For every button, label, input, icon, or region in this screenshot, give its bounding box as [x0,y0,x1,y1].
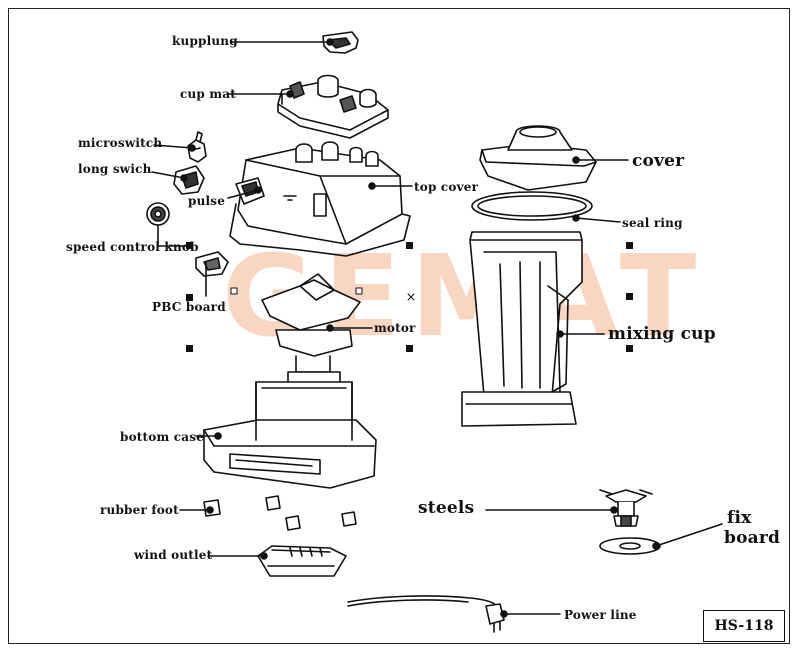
seal-ring-dot [572,214,580,222]
label-mixing-cup: mixing cup [608,324,716,344]
label-power-line: Power line [564,608,637,622]
cover-part [479,125,597,191]
top-cover-dot [368,182,376,190]
kupplung-part [322,31,359,54]
rubber-feet-part [203,495,357,531]
bottom-case-part [203,381,377,489]
label-pcb-board: PBC board [152,300,226,314]
pcb-board-part [195,251,229,277]
label-speed-control-knob: speed control knob [66,240,199,254]
cover-dot [572,156,580,164]
model-number-box: HS-118 [703,610,785,642]
mixing-cup-part [461,231,583,427]
label-rubber-foot: rubber foot [100,503,179,517]
pulse-part [235,177,265,205]
long-switch-leader [151,171,185,179]
motor-dot [326,324,334,332]
diagram-frame [8,8,790,644]
microswitch-dot [188,144,196,152]
label-microswitch: microswitch [78,136,163,150]
long-switch-dot [180,174,188,182]
cup-mat-dot [286,90,294,98]
pulse-leader [227,189,259,199]
label-fix-board-line2: board [724,528,781,548]
label-steels: steels [418,498,475,518]
fix-board-leader [655,523,723,547]
model-number: HS-118 [714,618,774,634]
label-kupplung: kupplung [172,34,238,48]
power-line-dot [500,610,508,618]
speed-knob-leader [157,224,189,247]
long-switch-part [173,165,205,195]
seal-ring-part [471,191,593,221]
motor-part [261,273,361,385]
selection-handles [186,242,633,352]
label-seal-ring: seal ring [622,216,683,230]
pulse-dot [254,186,262,194]
fix-board-dot [652,542,660,550]
top-cover-part [229,141,411,257]
label-fix-board-line1: fix [727,508,752,528]
label-pulse: pulse [188,194,226,208]
label-motor: motor [374,321,416,335]
speed-knob-part [146,202,170,226]
label-cover: cover [632,151,685,171]
kupplung-dot [326,38,334,46]
cup-mat-part [277,74,389,139]
label-long-switch: long swich [78,162,152,176]
steels-dot [610,506,618,514]
fix-board-part [599,537,661,555]
label-cup-mat: cup mat [180,87,237,101]
seal-ring-leader [575,217,621,223]
rubber-foot-dot [206,506,214,514]
mixing-cup-dot [556,330,564,338]
bottom-case-dot [214,432,222,440]
microswitch-leader [153,144,193,149]
label-wind-outlet: wind outlet [134,548,213,562]
label-bottom-case: bottom case [120,430,205,444]
wind-outlet-dot [260,552,268,560]
power-line-part [347,595,505,633]
label-top-cover: top cover [414,180,479,194]
steels-part [599,489,653,527]
wind-outlet-part [257,545,347,577]
